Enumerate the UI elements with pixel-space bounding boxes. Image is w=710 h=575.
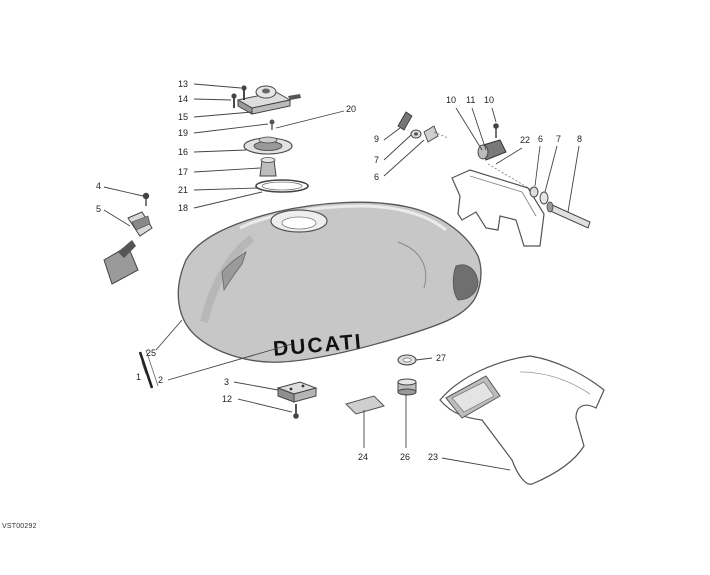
callout-label: 19 [178, 128, 188, 138]
callout-label: 22 [520, 135, 530, 145]
callout-label: 18 [178, 203, 188, 213]
callout-label: 26 [400, 452, 410, 462]
callout-label: 12 [222, 394, 232, 404]
callout-label: 25 [146, 348, 156, 358]
callout-label: 21 [178, 185, 188, 195]
vent-fitting-parts [397, 111, 449, 143]
callout-label: 2 [158, 375, 163, 385]
callout-label: 7 [556, 134, 561, 144]
callout-label: 10 [446, 95, 456, 105]
leader-lines [103, 83, 580, 471]
callout-label: 16 [178, 147, 188, 157]
callout-label: 20 [346, 104, 356, 114]
callout-label: 1 [136, 372, 141, 382]
fuel-tank: DUCATI [177, 201, 482, 363]
callout-label: 9 [374, 134, 379, 144]
left-bracket-part [103, 192, 153, 285]
callout-label: 17 [178, 167, 188, 177]
callout-label: 27 [436, 353, 446, 363]
callout-label: 11 [466, 95, 475, 105]
rear-mounting-bracket [451, 123, 591, 247]
callout-labels: 13 14 15 19 16 17 21 18 20 4 5 9 7 6 10 … [96, 79, 582, 462]
callout-label: 8 [577, 134, 582, 144]
callout-label: 13 [178, 79, 188, 89]
callout-label: 14 [178, 94, 188, 104]
callout-label: 4 [96, 181, 101, 191]
callout-label: 6 [374, 172, 379, 182]
filler-cap-assembly [231, 85, 309, 193]
callout-label: 5 [96, 204, 101, 214]
callout-label: 23 [428, 452, 438, 462]
callout-label: 10 [484, 95, 494, 105]
callout-label: 24 [358, 452, 368, 462]
callout-label: 6 [538, 134, 543, 144]
drawing-reference-code: VST00292 [2, 523, 37, 530]
callout-label: 3 [224, 377, 229, 387]
callout-label: 7 [374, 155, 379, 165]
lower-parts [138, 349, 605, 485]
callout-label: 15 [178, 112, 188, 122]
